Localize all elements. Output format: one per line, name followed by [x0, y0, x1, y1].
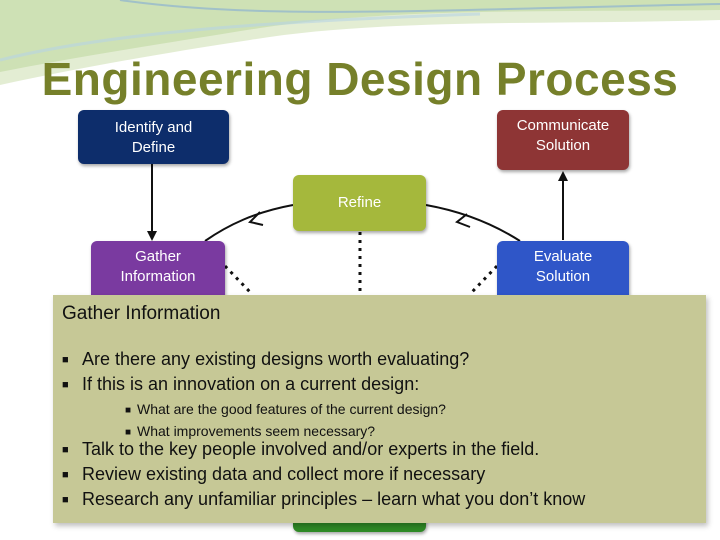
node-evaluate-solution: Evaluate Solution — [497, 241, 629, 301]
sub-bullet-item: ■What improvements seem necessary? — [125, 421, 446, 443]
bullet-item: ■Research any unfamiliar principles – le… — [62, 487, 585, 512]
square-bullet-icon: ■ — [62, 469, 69, 481]
dotted-evaluate-diag — [470, 264, 499, 294]
header-swoosh — [0, 0, 720, 85]
bullet-list-bottom: ■Talk to the key people involved and/or … — [62, 437, 585, 512]
node-communicate-solution: Communicate Solution — [497, 110, 629, 170]
dot-bullet-icon: ■ — [125, 405, 132, 416]
bullet-item: ■Are there any existing designs worth ev… — [62, 347, 469, 372]
chevron-left-icon — [455, 213, 471, 228]
sub-bullet-list: ■What are the good features of the curre… — [125, 399, 446, 443]
page-title: Engineering Design Process — [41, 53, 679, 105]
dotted-gather-diag — [223, 264, 252, 294]
square-bullet-icon: ■ — [62, 444, 69, 456]
node-gather-information: Gather Information — [91, 241, 225, 301]
bullet-item: ■If this is an innovation on a current d… — [62, 372, 469, 397]
arc-evaluate-to-refine — [425, 204, 521, 242]
node-refine: Refine — [293, 175, 426, 231]
square-bullet-icon: ■ — [62, 354, 69, 366]
gather-information-panel: Gather Information ■Are there any existi… — [53, 295, 706, 523]
bullet-list-top: ■Are there any existing designs worth ev… — [62, 347, 469, 397]
chevron-left-icon — [248, 211, 264, 226]
square-bullet-icon: ■ — [62, 379, 69, 391]
dot-bullet-icon: ■ — [125, 427, 132, 438]
sub-bullet-item: ■What are the good features of the curre… — [125, 399, 446, 421]
node-identify-define: Identify and Define — [78, 110, 229, 164]
arc-refine-to-gather — [204, 204, 294, 242]
square-bullet-icon: ■ — [62, 494, 69, 506]
bullet-item: ■Talk to the key people involved and/or … — [62, 437, 585, 462]
bullet-item: ■Review existing data and collect more i… — [62, 462, 585, 487]
panel-heading: Gather Information — [62, 303, 221, 324]
